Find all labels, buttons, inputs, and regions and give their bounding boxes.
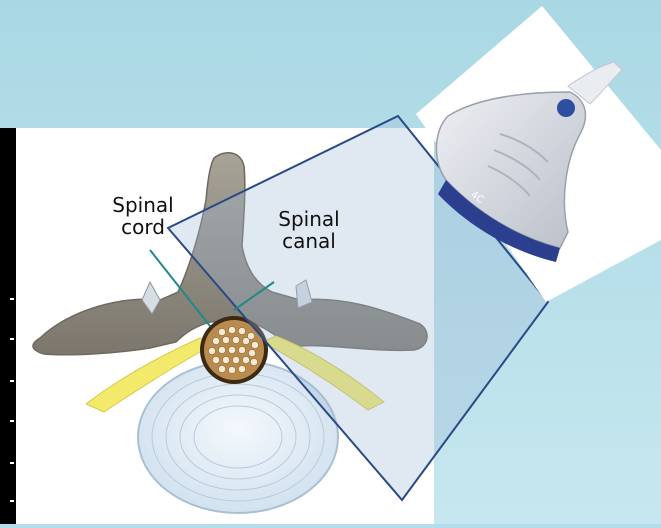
spinal-cord-label-line2: cord bbox=[98, 216, 188, 238]
spinal-canal-label-line2: canal bbox=[264, 230, 354, 252]
left-strip bbox=[0, 128, 16, 524]
probe-logo-icon bbox=[557, 99, 575, 117]
spinal-cord-label-line1: Spinal bbox=[98, 194, 188, 216]
spinal-canal-label: Spinal canal bbox=[264, 208, 354, 252]
spinal-cord-label: Spinal cord bbox=[98, 194, 188, 238]
spinal-canal-label-line1: Spinal bbox=[264, 208, 354, 230]
